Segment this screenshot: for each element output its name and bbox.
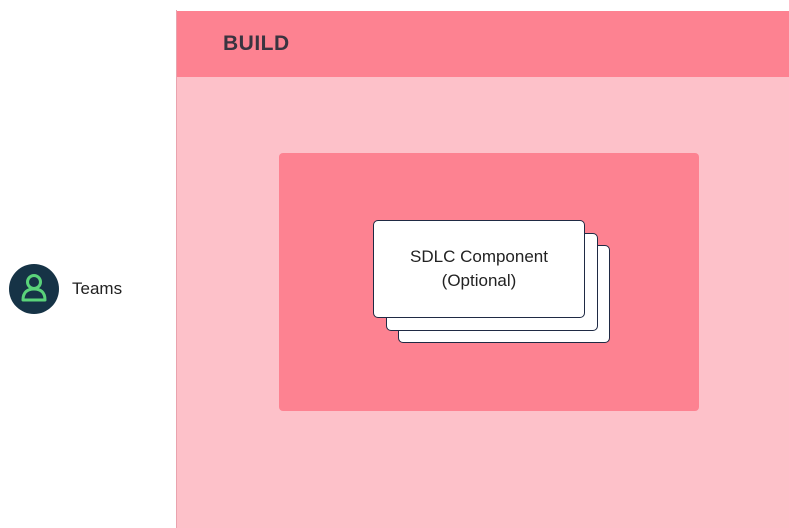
- component-title: SDLC Component: [410, 247, 548, 266]
- person-icon: [9, 264, 59, 314]
- build-title: BUILD: [223, 32, 290, 55]
- build-header: BUILD: [177, 10, 789, 77]
- teams-label: Teams: [72, 279, 123, 298]
- sdlc-component-card: SDLC Component (Optional): [373, 220, 585, 318]
- component-subtitle: (Optional): [441, 271, 517, 290]
